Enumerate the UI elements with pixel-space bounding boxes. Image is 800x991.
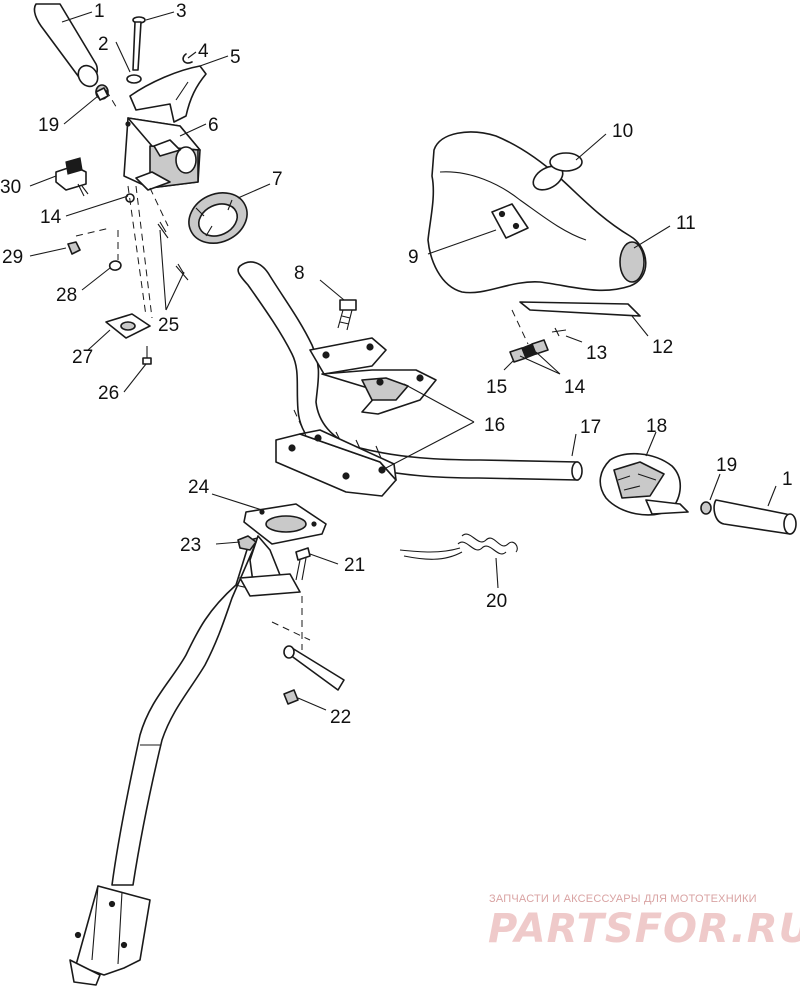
callout-12: 12 xyxy=(652,337,673,358)
alignment-line xyxy=(271,621,311,641)
callout-20: 20 xyxy=(486,591,507,612)
steering-post xyxy=(69,537,271,986)
callout-29: 29 xyxy=(2,247,23,268)
callout-19-top: 19 xyxy=(38,115,59,136)
nut-23 xyxy=(237,535,257,551)
grip-1-right xyxy=(713,499,797,535)
screw-25b xyxy=(175,263,189,281)
callout-1-top: 1 xyxy=(94,1,105,22)
nut-29 xyxy=(67,241,81,255)
watermark-tagline: ЗАПЧАСТИ И АКСЕССУАРЫ ДЛЯ МОТОТЕХНИКИ xyxy=(489,893,757,905)
decal-9 xyxy=(491,203,529,239)
upper-flange-bracket xyxy=(239,503,327,597)
leader-lines xyxy=(29,11,777,711)
callout-25: 25 xyxy=(158,315,179,336)
callout-14-right: 14 xyxy=(564,377,586,398)
callout-labels: 1 2 3 4 5 6 7 19 30 14 29 28 25 27 26 8 … xyxy=(0,1,793,728)
callout-28: 28 xyxy=(56,285,77,306)
nut-14-right-b xyxy=(521,343,537,359)
callout-26: 26 xyxy=(98,383,119,404)
washer-2 xyxy=(126,74,142,84)
callout-3: 3 xyxy=(176,1,187,22)
callout-19-right: 19 xyxy=(716,455,737,476)
alignment-line xyxy=(511,309,529,345)
callout-10: 10 xyxy=(612,121,633,142)
bolt-21 xyxy=(295,547,311,581)
coiled-cable-20 xyxy=(399,533,518,560)
lower-handlebar-clamp xyxy=(275,429,397,497)
alignment-line xyxy=(105,89,119,111)
washer-28 xyxy=(108,260,122,271)
right-control-housing-18 xyxy=(599,452,689,516)
alignment-line xyxy=(149,187,169,227)
alignment-line xyxy=(127,185,147,317)
throttle-ring-7 xyxy=(188,192,248,244)
callout-24: 24 xyxy=(188,477,210,498)
left-control-housing xyxy=(123,117,201,191)
callout-9: 9 xyxy=(408,247,419,268)
callout-4: 4 xyxy=(198,41,209,62)
ring-10 xyxy=(549,152,583,172)
switch-30 xyxy=(55,157,89,197)
callout-5: 5 xyxy=(230,47,241,68)
callout-27: 27 xyxy=(72,347,93,368)
callout-15: 15 xyxy=(486,377,507,398)
alignment-line xyxy=(135,185,153,319)
clip-4 xyxy=(182,53,193,64)
strap-12 xyxy=(519,301,641,317)
callout-21: 21 xyxy=(344,555,365,576)
callout-2: 2 xyxy=(98,34,109,55)
callout-7: 7 xyxy=(272,169,283,190)
callout-13: 13 xyxy=(586,343,607,364)
end-plug-19-right xyxy=(700,501,712,515)
upper-handlebar-clamp xyxy=(309,337,437,415)
screw-13 xyxy=(551,327,567,337)
cover-plate-27 xyxy=(105,313,151,339)
bolt-8 xyxy=(337,299,357,331)
callout-11: 11 xyxy=(676,213,696,234)
alignment-line xyxy=(293,409,307,437)
callout-1-right: 1 xyxy=(782,469,793,490)
callout-17: 17 xyxy=(580,417,601,438)
callout-16: 16 xyxy=(484,415,505,436)
callout-8: 8 xyxy=(294,263,305,284)
grip-1-left xyxy=(33,3,99,88)
tube-22 xyxy=(283,645,345,705)
callout-6: 6 xyxy=(208,115,219,136)
pin-3 xyxy=(132,16,146,71)
end-plug-19-left xyxy=(95,84,109,101)
screw-26 xyxy=(142,346,152,365)
handlebar-pad-11 xyxy=(427,131,647,294)
callout-14-left: 14 xyxy=(40,207,62,228)
callout-30: 30 xyxy=(0,177,21,198)
callout-23: 23 xyxy=(180,535,201,556)
callout-22: 22 xyxy=(330,707,351,728)
alignment-line xyxy=(75,227,111,237)
screw-25a xyxy=(157,221,169,239)
callout-18: 18 xyxy=(646,416,667,437)
brake-lever xyxy=(129,65,207,123)
watermark-logo: PARTSFOR.RU xyxy=(488,906,800,952)
